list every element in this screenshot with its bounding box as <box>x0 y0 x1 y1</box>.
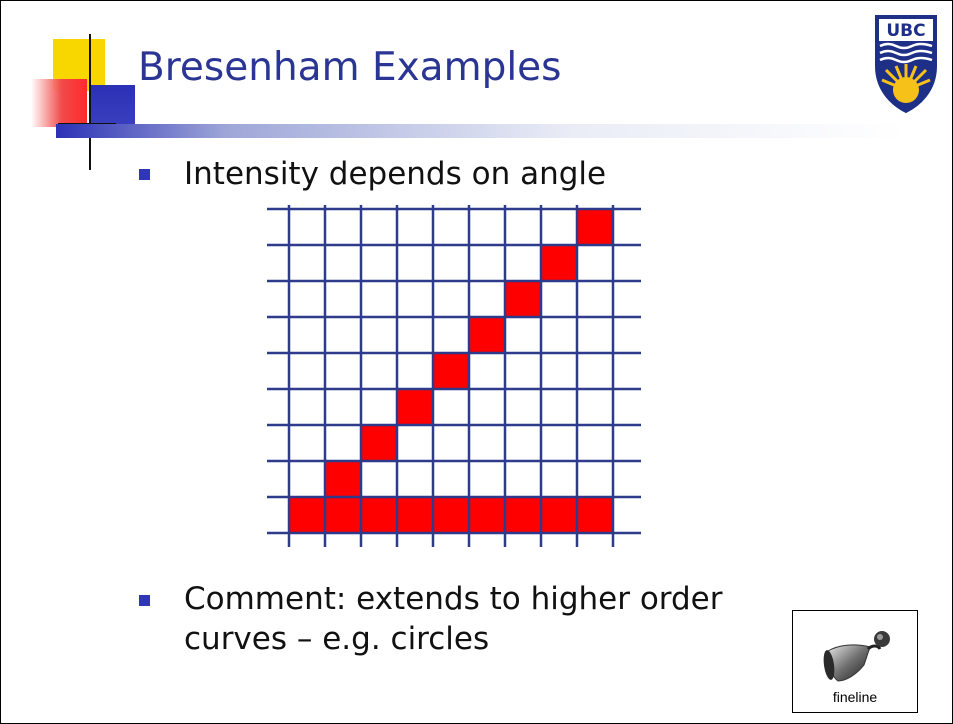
filled-pixel <box>433 497 469 533</box>
title-underline <box>56 124 906 138</box>
filled-pixel <box>325 497 361 533</box>
filled-pixel <box>505 497 541 533</box>
filled-pixel <box>433 353 469 389</box>
filled-pixel <box>541 497 577 533</box>
filled-pixel <box>397 389 433 425</box>
bullet-text: Intensity depends on angle <box>184 154 606 194</box>
filled-pixel <box>325 461 361 497</box>
filled-pixel <box>577 497 613 533</box>
ubc-logo: UBC <box>874 14 938 114</box>
fineline-badge: fineline <box>792 610 918 713</box>
slide-title: Bresenham Examples <box>138 45 561 92</box>
filled-pixel <box>505 281 541 317</box>
filled-pixel <box>397 497 433 533</box>
bresenham-grid-figure <box>267 205 645 557</box>
bullet-text-line: curves – e.g. circles <box>184 619 489 659</box>
filled-pixel <box>361 497 397 533</box>
filled-pixel <box>577 209 613 245</box>
bullet-marker <box>139 595 150 606</box>
filled-pixel <box>541 245 577 281</box>
crest-label: UBC <box>886 21 925 41</box>
decor-vertical-line <box>89 34 91 170</box>
fineline-vase-icon <box>820 625 892 687</box>
bullet-marker <box>139 169 150 180</box>
bullet-text-line: Comment: extends to higher order <box>184 579 723 619</box>
decor-red-square <box>31 79 87 127</box>
filled-pixel <box>469 497 505 533</box>
filled-pixel <box>289 497 325 533</box>
fineline-label: fineline <box>793 689 917 705</box>
filled-pixel <box>361 425 397 461</box>
filled-pixel <box>469 317 505 353</box>
